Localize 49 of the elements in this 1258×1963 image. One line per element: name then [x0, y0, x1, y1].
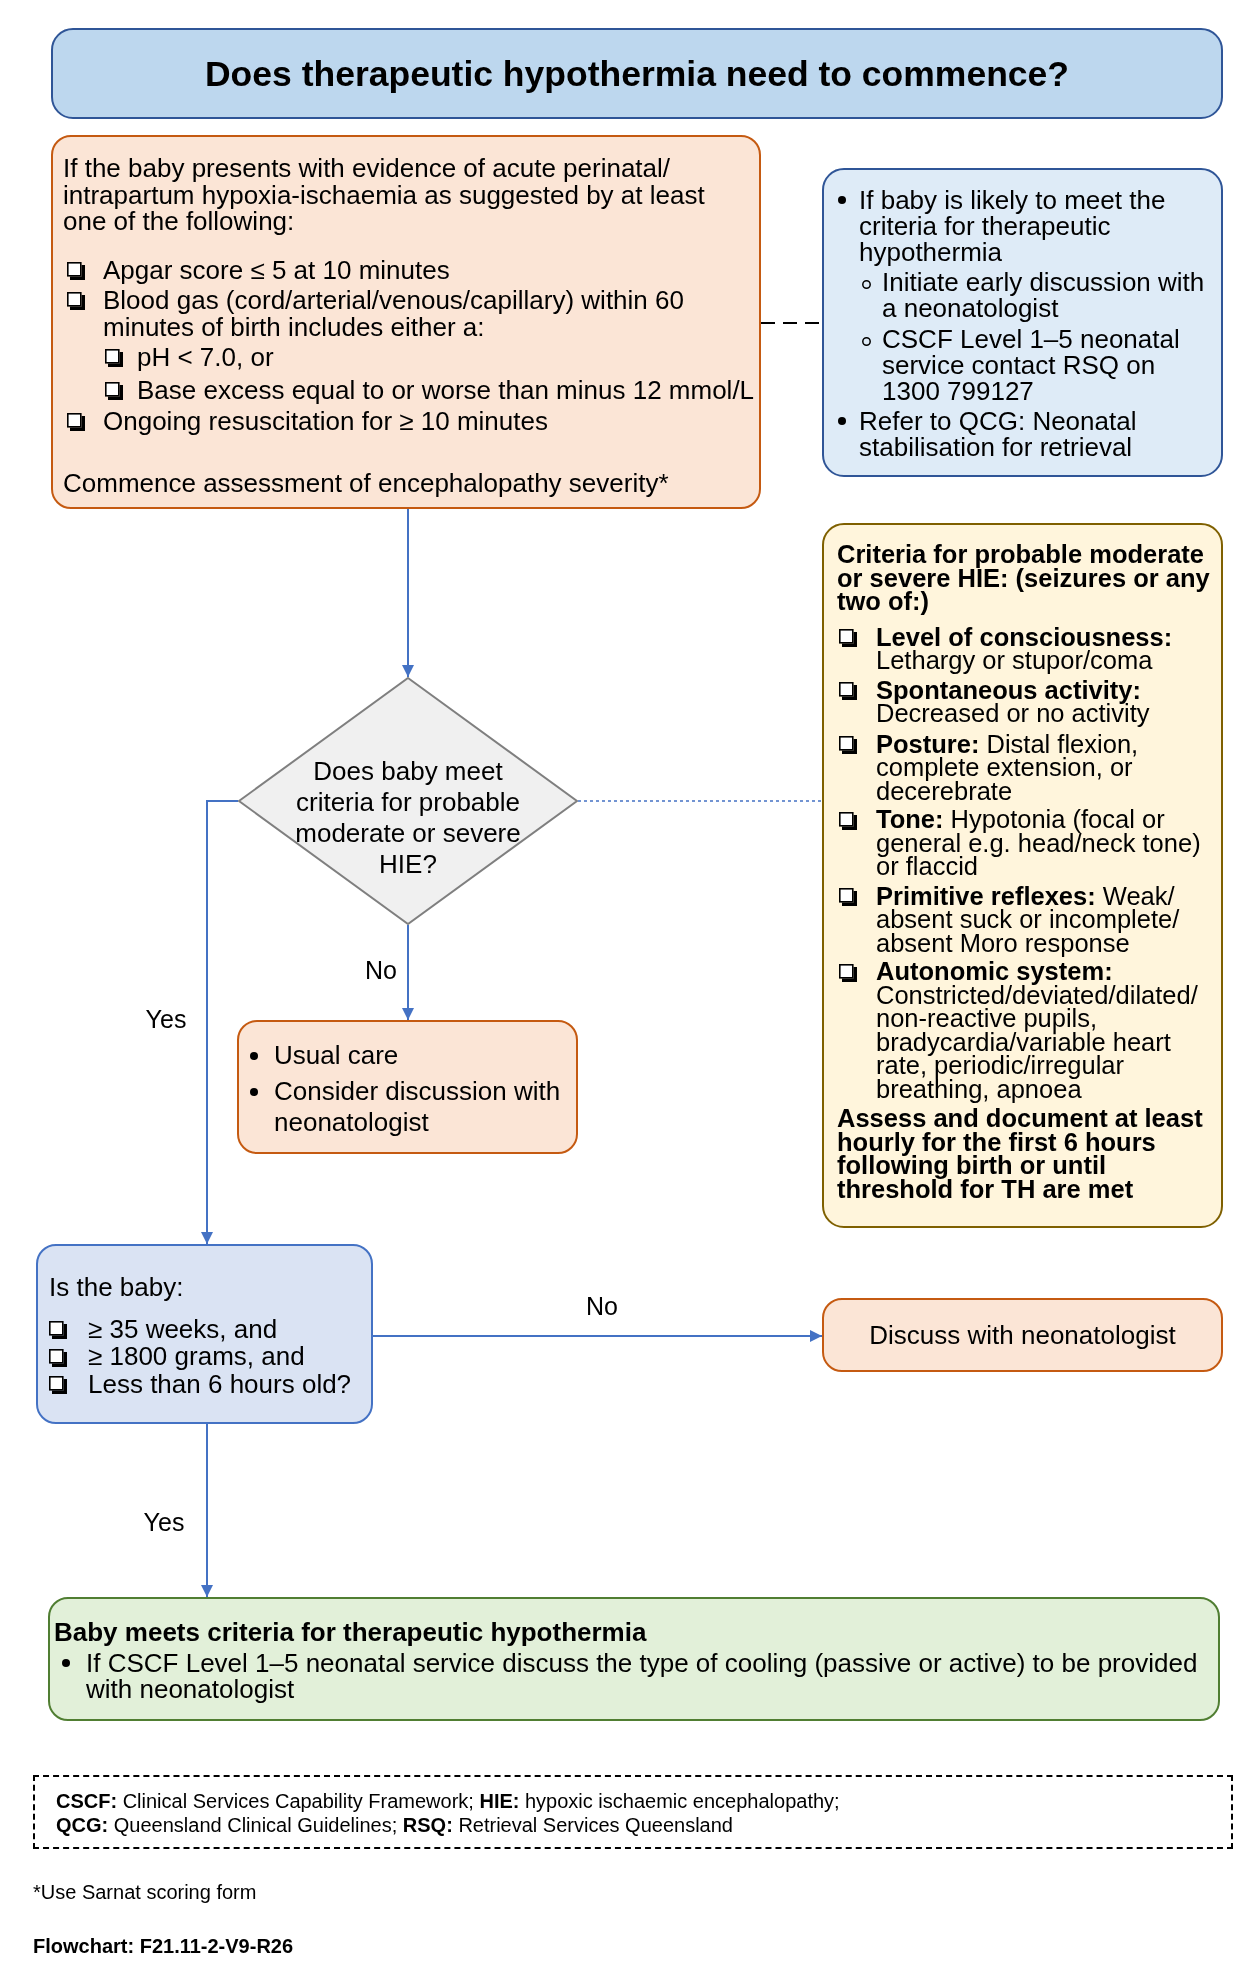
question-box [36, 1244, 373, 1424]
note-box [822, 523, 1223, 1228]
connector-line [577, 800, 823, 802]
bullet-item: Usual care [274, 1040, 399, 1071]
title: Does therapeutic hypothermia need to commence? [205, 53, 1069, 94]
checklist-item: Blood gas (cord/arterial/venous/capillary) within 60 minutes of birth includes either a: [103, 287, 685, 340]
bullet-item: If baby is likely to meet the criteria for therapeutic hypothermia [859, 187, 1167, 265]
process-box [237, 1020, 578, 1154]
arrow [201, 1423, 213, 1598]
arrow [402, 508, 414, 678]
bullet-item: Initiate early discussion with a neonatologist [882, 269, 1206, 321]
arrow [402, 924, 414, 1021]
question-text: Is the baby: [49, 1274, 184, 1302]
checklist-item: pH < 7.0, or [137, 344, 274, 371]
heading: Baby meets criteria for therapeutic hypothermia [54, 1619, 647, 1645]
bullet-item: Refer to QCG: Neonatal stabilisation for retrieval [859, 408, 1138, 460]
checklist-item: Primitive reflexes: Weak/ absent suck or incomplete/ absent Moro response [876, 884, 1181, 955]
abbreviation-list: QCG: Queensland Clinical Guidelines; RSQ: Retrieval Services Queensland [56, 1813, 733, 1837]
decision-diamond [238, 677, 578, 925]
checklist-item: ≥ 1800 grams, and [88, 1343, 305, 1371]
abbreviations-box [33, 1775, 1233, 1849]
arrow [201, 800, 239, 1245]
paragraph: Assess and document at least hourly for the first 6 hours following birth or until threshold for TH are met [837, 1107, 1204, 1201]
bullet-item: Consider discussion with neonatologist [274, 1076, 562, 1138]
checklist-item: Tone: Hypotonia (focal or general e.g. head/neck tone) or flaccid [876, 808, 1202, 879]
outcome-box [48, 1597, 1220, 1721]
paragraph: Commence assessment of encephalopathy severity* [63, 469, 669, 496]
checklist-item: Spontaneous activity: Decreased or no activity [876, 678, 1151, 726]
footnote-text: *Use Sarnat scoring form [33, 1880, 257, 1904]
checklist-item: Ongoing resuscitation for ≥ 10 minutes [103, 408, 548, 435]
checklist-item: Posture: Distal flexion, complete extension, or decerebrate [876, 732, 1140, 803]
process-box [51, 135, 761, 509]
checklist-item: Base excess equal to or worse than minus 12 mmol/L [137, 376, 755, 403]
arrow [372, 1330, 823, 1342]
heading: Criteria for probable moderate or severe HIE: (seizures or any two of:) [837, 543, 1211, 614]
checklist-item: Autonomic system: Constricted/deviated/dilated/ non-reactive pupils, bradycardia/variable heart rate, periodic/irregular breathing, apnoea [876, 960, 1199, 1101]
document-code: Flowchart: F21.11-2-V9-R26 [33, 1934, 294, 1958]
bullet-item: CSCF Level 1–5 neonatal service contact RSQ on 1300 799127 [882, 326, 1181, 404]
process-box [822, 1298, 1223, 1372]
checklist-item: Less than 6 hours old? [88, 1370, 352, 1398]
action-text: Discuss with neonatologist [869, 1320, 1176, 1350]
paragraph: If the baby presents with evidence of acute perinatal/ intrapartum hypoxia-ischaemia as suggested by at least one of the following: [63, 155, 706, 235]
checklist-item: ≥ 35 weeks, and [88, 1315, 278, 1343]
note-box [822, 168, 1223, 477]
question-text: Does baby meet criteria for probable moderate or severe HIE? [294, 756, 522, 880]
checklist-item: Apgar score ≤ 5 at 10 minutes [103, 256, 450, 283]
checklist-item: Level of consciousness: Lethargy or stupor/coma [876, 625, 1174, 673]
abbreviation-list: CSCF: Clinical Services Capability Framework; HIE: hypoxic ischaemic encephalopathy; [56, 1789, 840, 1813]
bullet-item: If CSCF Level 1–5 neonatal service discuss the type of cooling (passive or active) to be provided with neonatologist [86, 1650, 1199, 1702]
